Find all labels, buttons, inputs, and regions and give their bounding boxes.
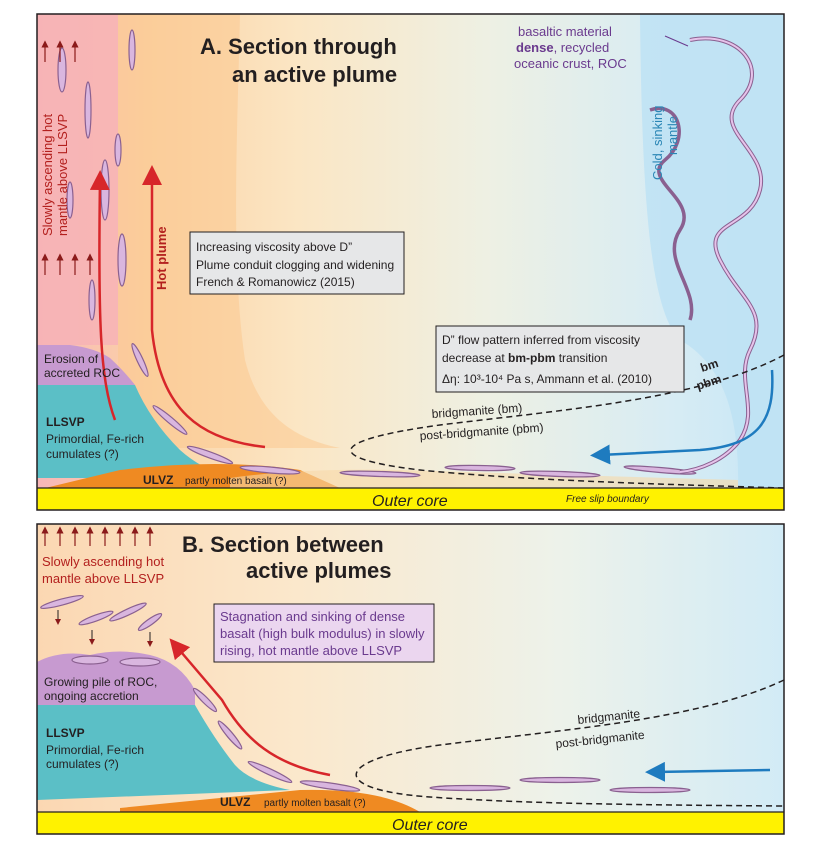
erosion-label-1: Erosion of <box>44 352 99 366</box>
outer-core-a <box>37 488 784 510</box>
flow-arrow-a <box>590 369 774 465</box>
flow-box <box>435 325 685 393</box>
basaltic-leader <box>664 35 689 47</box>
flow-box-line3: Δη: 10³-10⁴ Pa s, Ammann et al. (2010) <box>442 372 652 386</box>
folded-basalt-a2 <box>649 106 694 321</box>
basalt-streaks-b <box>40 595 691 794</box>
roc-erosion-pile <box>37 345 135 385</box>
bm-pbm-boundary-b <box>355 679 785 807</box>
viscosity-box <box>189 231 405 295</box>
ascending-arrow-b <box>169 638 331 777</box>
stagnation-box <box>213 603 435 663</box>
ascending-arrow-a <box>89 170 117 421</box>
ulvz-label-a: ULVZ <box>143 473 173 487</box>
panel-b: B. Section between active plumes Slowly … <box>36 523 785 835</box>
stagnation-line1: Stagnation and sinking of dense <box>220 609 405 624</box>
flow-arrow-b <box>645 761 771 782</box>
hot-column <box>37 14 118 345</box>
llsvp-label-b: LLSVP <box>46 726 85 740</box>
ulvz-desc-a: partly molten basalt (?) <box>185 476 287 487</box>
bridgmanite-label-b: bridgmanite <box>577 706 641 727</box>
ulvz-body-b <box>120 789 420 812</box>
panel-a: A. Section through an active plume Slowl… <box>36 13 785 511</box>
panel-a-frame <box>36 13 785 511</box>
basaltic-label-1: basaltic material <box>518 24 612 39</box>
sinking-arrows-b <box>55 610 153 647</box>
outer-core-label-a: Outer core <box>372 493 448 510</box>
ascending-label-1: Slowly ascending hot <box>40 113 55 236</box>
outer-core-b <box>37 812 784 834</box>
viscosity-box-line2: Plume conduit clogging and widening <box>196 258 394 272</box>
llsvp-desc1-b: Primordial, Fe-rich <box>46 743 144 757</box>
plume-zone <box>118 14 340 448</box>
basaltic-label-2: dense, recycled <box>516 40 609 55</box>
panel-a-title-1: A. Section through <box>200 34 397 59</box>
ascending-arrows-a <box>41 40 94 275</box>
viscosity-box-line3: French & Romanowicz (2015) <box>196 275 355 289</box>
ascending-arrows-b <box>41 526 154 546</box>
llsvp-body-b <box>37 705 290 800</box>
outer-core-label-b: Outer core <box>392 817 468 834</box>
llsvp-desc2-b: cumulates (?) <box>46 757 119 771</box>
panel-b-title-2: active plumes <box>246 558 392 583</box>
flow-box-line2: decrease at bm-pbm transition <box>442 351 607 365</box>
hot-plume-label: Hot plume <box>154 226 169 290</box>
llsvp-desc2-a: cumulates (?) <box>46 447 119 461</box>
flow-box-line1: D” flow pattern inferred from viscosity <box>442 333 640 347</box>
ulvz-desc-b: partly molten basalt (?) <box>264 798 366 809</box>
panel-a-title-2: an active plume <box>232 62 397 87</box>
llsvp-desc1-a: Primordial, Fe-rich <box>46 432 144 446</box>
ascending-label-b1: Slowly ascending hot <box>42 554 165 569</box>
erosion-label-2: accreted ROC <box>44 366 120 380</box>
stagnation-line3: rising, hot mantle above LLSVP <box>220 643 402 658</box>
hot-plume-arrow <box>142 165 266 449</box>
cold-label-1: Cold, sinking <box>650 106 665 180</box>
free-slip-label: Free slip boundary <box>566 494 650 505</box>
ascending-label-2: mantle above LLSVP <box>55 114 70 236</box>
llsvp-label-a: LLSVP <box>46 415 85 429</box>
ulvz-label-b: ULVZ <box>220 795 250 809</box>
panel-b-title-1: B. Section between <box>182 532 384 557</box>
panel-b-frame <box>36 523 785 835</box>
viscosity-box-line1: Increasing viscosity above D” <box>196 240 352 254</box>
ascending-label-b2: mantle above LLSVP <box>42 571 164 586</box>
bridgmanite-label-a: bridgmanite (bm) <box>431 401 522 421</box>
growing-label-1: Growing pile of ROC, <box>44 675 157 689</box>
folded-basalt-a-inner <box>679 37 763 473</box>
growing-label-2: ongoing accretion <box>44 689 139 703</box>
llsvp-body <box>37 385 230 478</box>
basaltic-label-3: oceanic crust, ROC <box>514 56 627 71</box>
cold-label-2: mantle <box>665 116 680 155</box>
stagnation-line2: basalt (high bulk modulus) in slowly <box>220 626 425 641</box>
cold-zone <box>640 14 784 488</box>
bm-label: bm <box>699 356 720 375</box>
